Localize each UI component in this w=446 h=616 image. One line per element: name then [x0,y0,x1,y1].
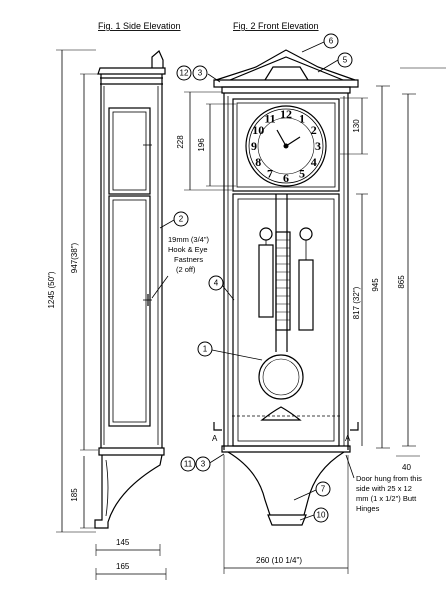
dim-dial-opening: 196 [197,138,206,152]
dim-hood-height: 228 [176,135,185,149]
svg-text:7: 7 [321,485,326,494]
fastener-note: 19mm (3/4") Hook & Eye Fastners (2 off) [151,235,210,299]
dial-numeral: 5 [299,167,305,181]
section-mark-right: A [345,434,351,443]
dim-base-depth: 145 [116,538,130,547]
callout-5: 5 [337,52,353,68]
callout-6: 6 [323,33,339,49]
svg-text:6: 6 [329,37,334,46]
dial-numeral: 6 [283,171,289,185]
dim-total-height: 1245 (50") [47,271,56,308]
hinge-note-line-1: Door hung from this [356,474,422,483]
dim-base-height: 185 [70,488,79,502]
dim-945: 945 [371,278,380,292]
callout-3-bottom: 3 [195,456,211,472]
fastener-note-line-2: Hook & Eye [168,245,208,254]
dim-865: 865 [397,275,406,289]
svg-text:10: 10 [317,511,326,520]
svg-text:3: 3 [198,69,203,78]
hinge-note-line-3: mm (1 x 1/2") Butt [356,494,417,503]
fastener-note-line-4: (2 off) [176,265,196,274]
dial-numeral: 1 [299,111,305,125]
svg-text:12: 12 [180,69,189,78]
section-markers: A A [212,422,359,443]
dial-numeral: 10 [252,123,264,137]
callout-10: 10 [313,507,329,523]
callout-7: 7 [315,481,331,497]
dial-numeral: 4 [311,155,317,169]
callouts: 6 5 12 3 2 4 1 11 3 7 10 [173,33,353,523]
dim-total-width: 260 (10 1/4") [256,556,302,565]
dim-130: 130 [352,119,361,133]
dial-numeral: 11 [264,111,275,125]
dim-case-height: 947(38") [70,242,79,273]
dial-numeral: 8 [255,155,261,169]
dial-numeral: 3 [315,139,321,153]
side-elevation [94,50,166,529]
svg-text:5: 5 [343,56,348,65]
section-mark-left: A [212,434,218,443]
hinge-note-line-4: Hinges [356,504,380,513]
dim-total-depth: 165 [116,562,130,571]
svg-text:2: 2 [179,215,184,224]
dial-numeral: 12 [280,107,292,121]
callout-3-top: 3 [192,65,208,81]
dim-door-height: 817 (32") [352,286,361,319]
side-dimensions: 1245 (50") 947(38") 185 145 165 [47,49,167,580]
side-elevation-title: Fig. 1 Side Elevation [98,21,181,31]
callout-1: 1 [197,341,213,357]
callout-2: 2 [173,211,189,227]
svg-text:4: 4 [214,279,219,288]
callout-11: 11 [180,456,196,472]
front-elevation [213,49,359,526]
dial-numeral: 9 [251,139,257,153]
callout-12: 12 [176,65,192,81]
svg-text:3: 3 [201,460,206,469]
dial-numeral: 2 [311,123,317,137]
hinge-note-line-2: side with 25 x 12 [356,484,412,493]
fastener-note-line-3: Fastners [174,255,203,264]
dim-40: 40 [402,463,411,472]
front-elevation-title: Fig. 2 Front Elevation [233,21,319,31]
front-dimensions: 228 196 130 817 (32") 945 865 40 260 (10… [176,67,446,574]
dial-numeral: 7 [267,167,273,181]
svg-text:1: 1 [203,345,208,354]
leader-lines [159,41,339,521]
fastener-note-line-1: 19mm (3/4") [168,235,210,244]
hinge-note: Door hung from this side with 25 x 12 mm… [345,454,422,513]
callout-4: 4 [208,275,224,291]
svg-text:11: 11 [184,460,193,469]
